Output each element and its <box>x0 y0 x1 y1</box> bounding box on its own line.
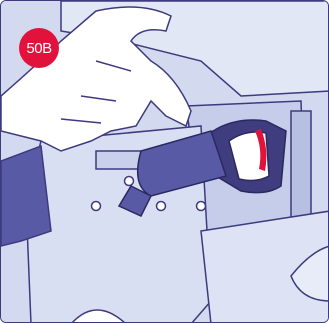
bolt <box>157 202 166 211</box>
bolt <box>197 202 206 211</box>
bolt <box>92 202 101 211</box>
armrest <box>1 146 51 246</box>
step-badge: 50B <box>19 28 59 68</box>
recess-wall <box>291 111 311 231</box>
bolt <box>125 177 134 186</box>
